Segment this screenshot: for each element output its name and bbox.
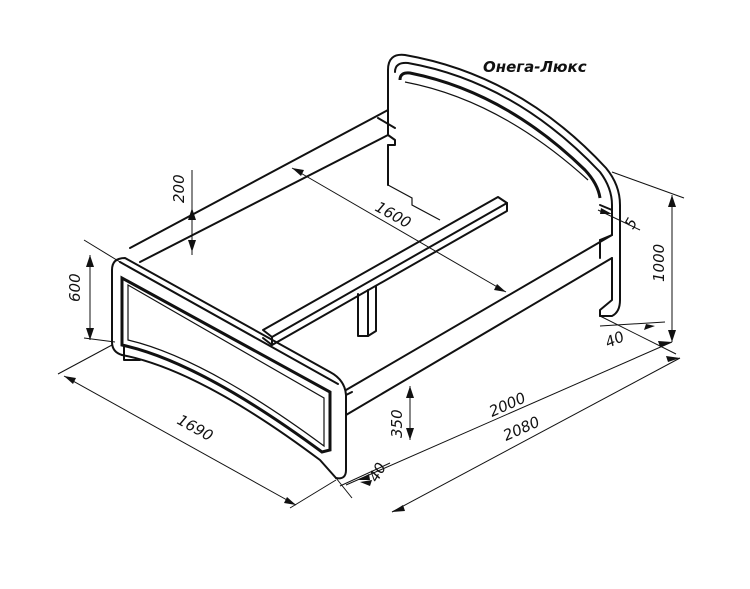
- model-title: Онега-Люкс: [483, 58, 587, 76]
- label-1000: 1000: [650, 244, 668, 282]
- label-200: 200: [170, 174, 188, 203]
- right-side-rail: [345, 234, 613, 416]
- footboard: [111, 257, 353, 480]
- headboard: [387, 53, 621, 317]
- dim-350: [406, 386, 414, 440]
- dim-2080: [391, 356, 681, 513]
- center-leg: [357, 285, 377, 337]
- label-350: 350: [388, 409, 406, 438]
- dim-40-head: [599, 321, 666, 330]
- label-600: 600: [66, 273, 84, 302]
- left-side-rail: [129, 109, 396, 263]
- label-2080: 2080: [500, 413, 542, 445]
- dim-40-foot: [339, 462, 391, 487]
- label-2000: 2000: [486, 389, 528, 421]
- dim-1690: [57, 344, 337, 509]
- center-beam: [262, 196, 508, 346]
- dim-2000: [335, 315, 677, 499]
- dim-1000: [611, 171, 685, 342]
- dim-1600: [291, 167, 507, 293]
- dim-5: [597, 208, 641, 231]
- dim-600: [83, 239, 121, 343]
- label-1690: 1690: [174, 411, 216, 445]
- label-40-head: 40: [602, 327, 627, 351]
- dim-200: [188, 170, 196, 255]
